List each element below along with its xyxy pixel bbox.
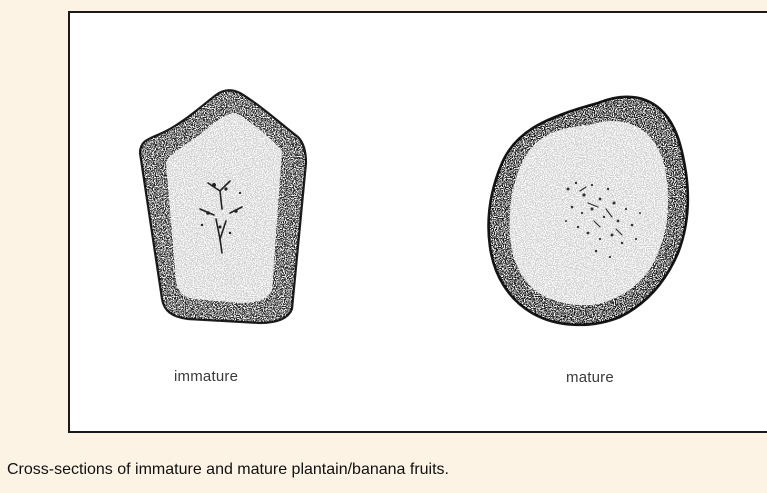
figure-frame: immature mature bbox=[68, 11, 767, 433]
mature-label: mature bbox=[566, 369, 614, 386]
figure-caption: Cross-sections of immature and mature pl… bbox=[7, 461, 449, 479]
mature-fruit-drawing bbox=[480, 89, 700, 339]
immature-label: immature bbox=[174, 368, 238, 385]
immature-fruit-drawing bbox=[130, 83, 320, 333]
